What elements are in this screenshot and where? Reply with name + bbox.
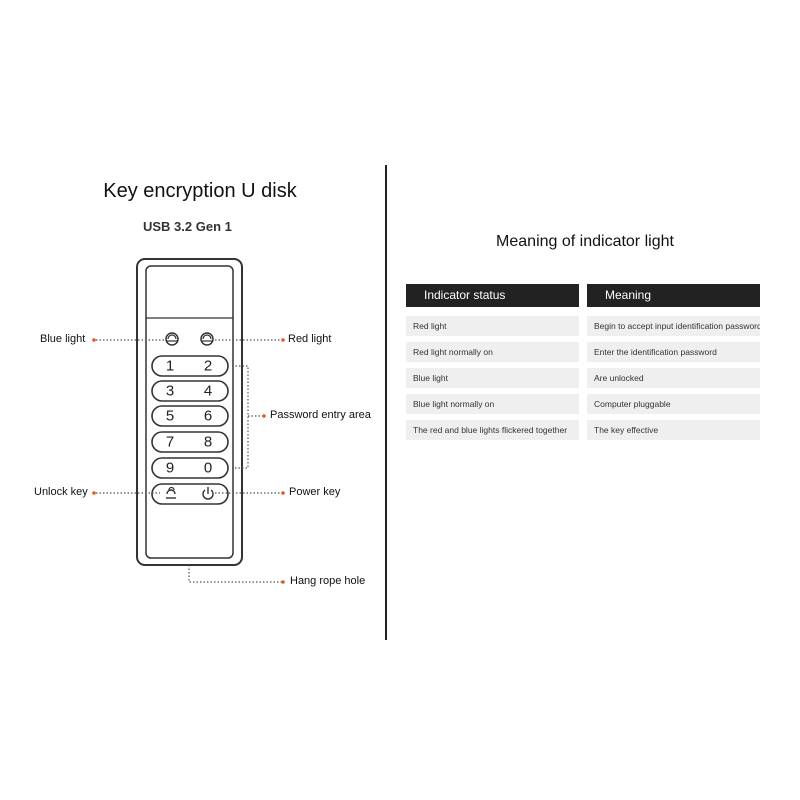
table-cell-meaning: Are unlocked (587, 368, 760, 388)
key-label: 1 (166, 358, 174, 375)
device-inner-bezel (145, 265, 234, 559)
key-label: 9 (166, 460, 174, 477)
header-meaning: Meaning (587, 284, 760, 307)
table-cell-meaning: The key effective (587, 420, 760, 440)
key-label: 3 (166, 383, 174, 400)
table-cell-status: The red and blue lights flickered togeth… (406, 420, 579, 440)
usb-device-diagram: 1 2 3 4 5 6 7 8 9 0 (92, 258, 285, 584)
table-title: Meaning of indicator light (496, 233, 674, 250)
header-indicator-status: Indicator status (406, 284, 579, 307)
callout-hang-rope-hole: Hang rope hole (290, 575, 366, 587)
key-label: 8 (204, 434, 212, 451)
key-label: 7 (166, 434, 174, 451)
table-cell-status: Blue light (406, 368, 579, 388)
key-row-3[interactable] (151, 405, 229, 427)
blue-light-indicator (165, 332, 179, 346)
red-light-indicator (200, 332, 214, 346)
table-cell-status: Blue light normally on (406, 394, 579, 414)
key-label: 0 (204, 460, 212, 477)
callout-blue-light: Blue light (40, 333, 86, 345)
key-row-5[interactable] (151, 457, 229, 479)
callout-red-light: Red light (288, 333, 332, 345)
callout-dots (92, 338, 285, 584)
table-cell-status: Red light normally on (406, 342, 579, 362)
callout-unlock-key: Unlock key (34, 486, 88, 498)
diagram-title: Key encryption U disk (103, 180, 297, 202)
table-cell-meaning: Begin to accept input identification pas… (587, 316, 760, 336)
callout-leaders (96, 339, 282, 583)
callout-password-entry-area: Password entry area (270, 409, 371, 421)
table-cell-status: Red light (406, 316, 579, 336)
key-row-2[interactable] (151, 380, 229, 402)
panel-divider (385, 165, 387, 640)
key-label: 4 (204, 383, 212, 400)
table-cell-meaning: Enter the identification password (587, 342, 760, 362)
key-label: 6 (204, 408, 212, 425)
keypad: 1 2 3 4 5 6 7 8 9 0 (151, 355, 229, 505)
key-label: 2 (204, 358, 212, 375)
key-label: 5 (166, 408, 174, 425)
power-icon (202, 487, 214, 500)
key-row-4[interactable] (151, 431, 229, 453)
key-row-1[interactable] (151, 355, 229, 377)
diagram-subtitle: USB 3.2 Gen 1 (143, 219, 232, 234)
unlock-power-key-row[interactable] (151, 483, 229, 505)
unlock-icon (166, 486, 176, 499)
table-cell-meaning: Computer pluggable (587, 394, 760, 414)
callout-power-key: Power key (289, 486, 341, 498)
